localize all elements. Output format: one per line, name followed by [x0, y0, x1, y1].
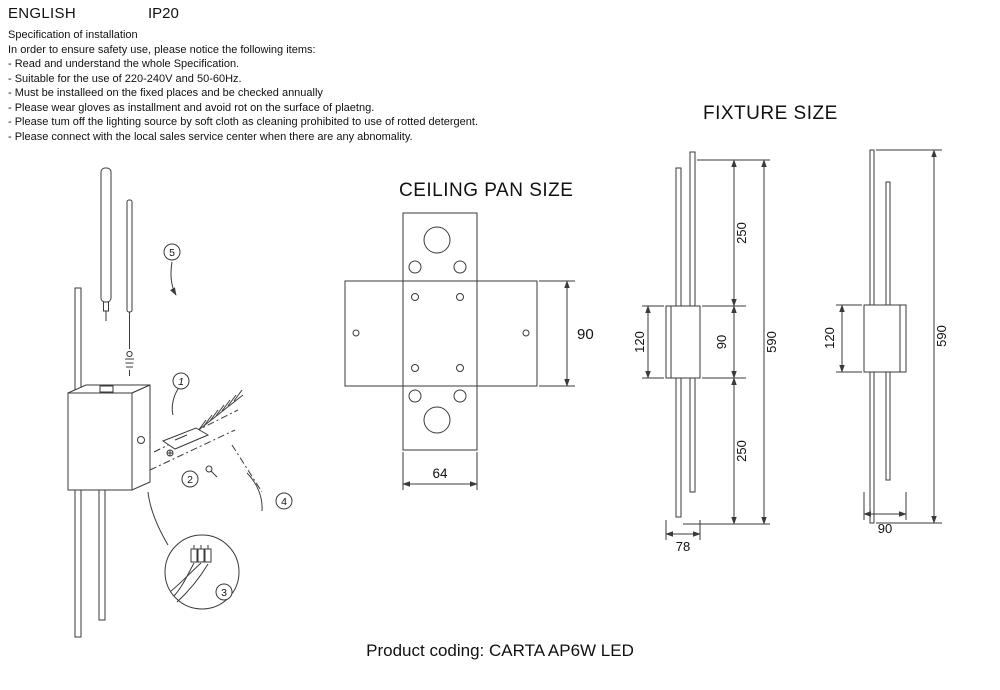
spec-item: - Suitable for the use of 220-240V and 5… [8, 72, 242, 85]
tube-large [100, 167, 112, 303]
detail-leader [147, 491, 169, 546]
ceiling-pan-drawing: 90 64 [344, 212, 594, 490]
side-body [665, 305, 701, 379]
fixture-size-drawings: 120 250 90 250 590 78 120 590 90 [632, 149, 949, 554]
svg-text:5: 5 [169, 247, 175, 259]
dim-front-body: 120 [822, 327, 837, 349]
rod-lower [98, 489, 106, 621]
dim-side-upper: 250 [734, 222, 749, 244]
spec-title: Specification of installation [8, 29, 138, 41]
plate-horizontal [344, 280, 538, 387]
hole-large-bottom [423, 406, 451, 434]
step-markers: 5 1 2 4 3 [163, 243, 293, 601]
dim-front-overall: 590 [934, 325, 949, 347]
dim-side-lower: 250 [734, 440, 749, 462]
ip-rating-label: IP20 [148, 5, 179, 22]
mounting-plate [344, 212, 538, 451]
step5-arrow [170, 261, 177, 296]
ceiling-pan-size-title: CEILING PAN SIZE [399, 180, 574, 201]
svg-text:2: 2 [187, 474, 193, 486]
mounting-bracket [161, 427, 218, 478]
svg-text:1: 1 [178, 376, 184, 388]
front-body [863, 304, 907, 373]
fixture-front-view [863, 149, 907, 524]
specification-block: Specification of installation In order t… [8, 28, 478, 144]
dim-width-label: 64 [432, 466, 448, 481]
svg-text:4: 4 [281, 496, 287, 508]
language-label: ENGLISH [8, 5, 76, 22]
product-coding-label: Product coding: CARTA AP6W LED [366, 641, 634, 660]
lamp-parts-drawing [67, 167, 263, 638]
spec-item: - Read and understand the whole Specific… [8, 58, 240, 70]
dim-front-width: 90 [878, 521, 892, 536]
cable-curve [246, 472, 263, 512]
ceiling-dimensions [402, 280, 575, 490]
step-2-marker: 2 [181, 470, 199, 488]
dim-side-overall: 590 [764, 331, 779, 353]
dim-height-label: 90 [577, 326, 594, 343]
fixture-side-view [665, 151, 701, 518]
wall-mount-body [67, 384, 151, 491]
step-4-marker: 4 [275, 492, 293, 510]
dim-side-center: 90 [714, 335, 729, 349]
step-1-marker: 1 [172, 372, 190, 390]
step-3-marker: 3 [215, 583, 233, 601]
fixture-size-title: FIXTURE SIZE [703, 103, 838, 124]
plate-vertical [402, 212, 478, 451]
side-view-dimensions [642, 159, 770, 540]
hole-large-top [423, 226, 451, 254]
tube-small [126, 199, 133, 313]
svg-text:3: 3 [221, 587, 227, 599]
dim-side-depth: 78 [676, 539, 690, 554]
spec-item: - Please connect with the local sales se… [8, 130, 413, 143]
installation-diagram: 5 1 2 4 3 [67, 167, 293, 638]
screw-detail [125, 350, 134, 376]
step-5-marker: 5 [163, 243, 181, 261]
spec-item: - Must be installeed on the fixed places… [8, 87, 323, 99]
dim-side-body: 120 [632, 331, 647, 353]
spec-intro: In order to ensure safety use, please no… [8, 43, 316, 56]
spec-item: - Please wear gloves as installment and … [8, 101, 375, 114]
spec-item: - Please tum off the lighting source by … [8, 116, 479, 128]
front-view-dimensions [836, 149, 942, 524]
